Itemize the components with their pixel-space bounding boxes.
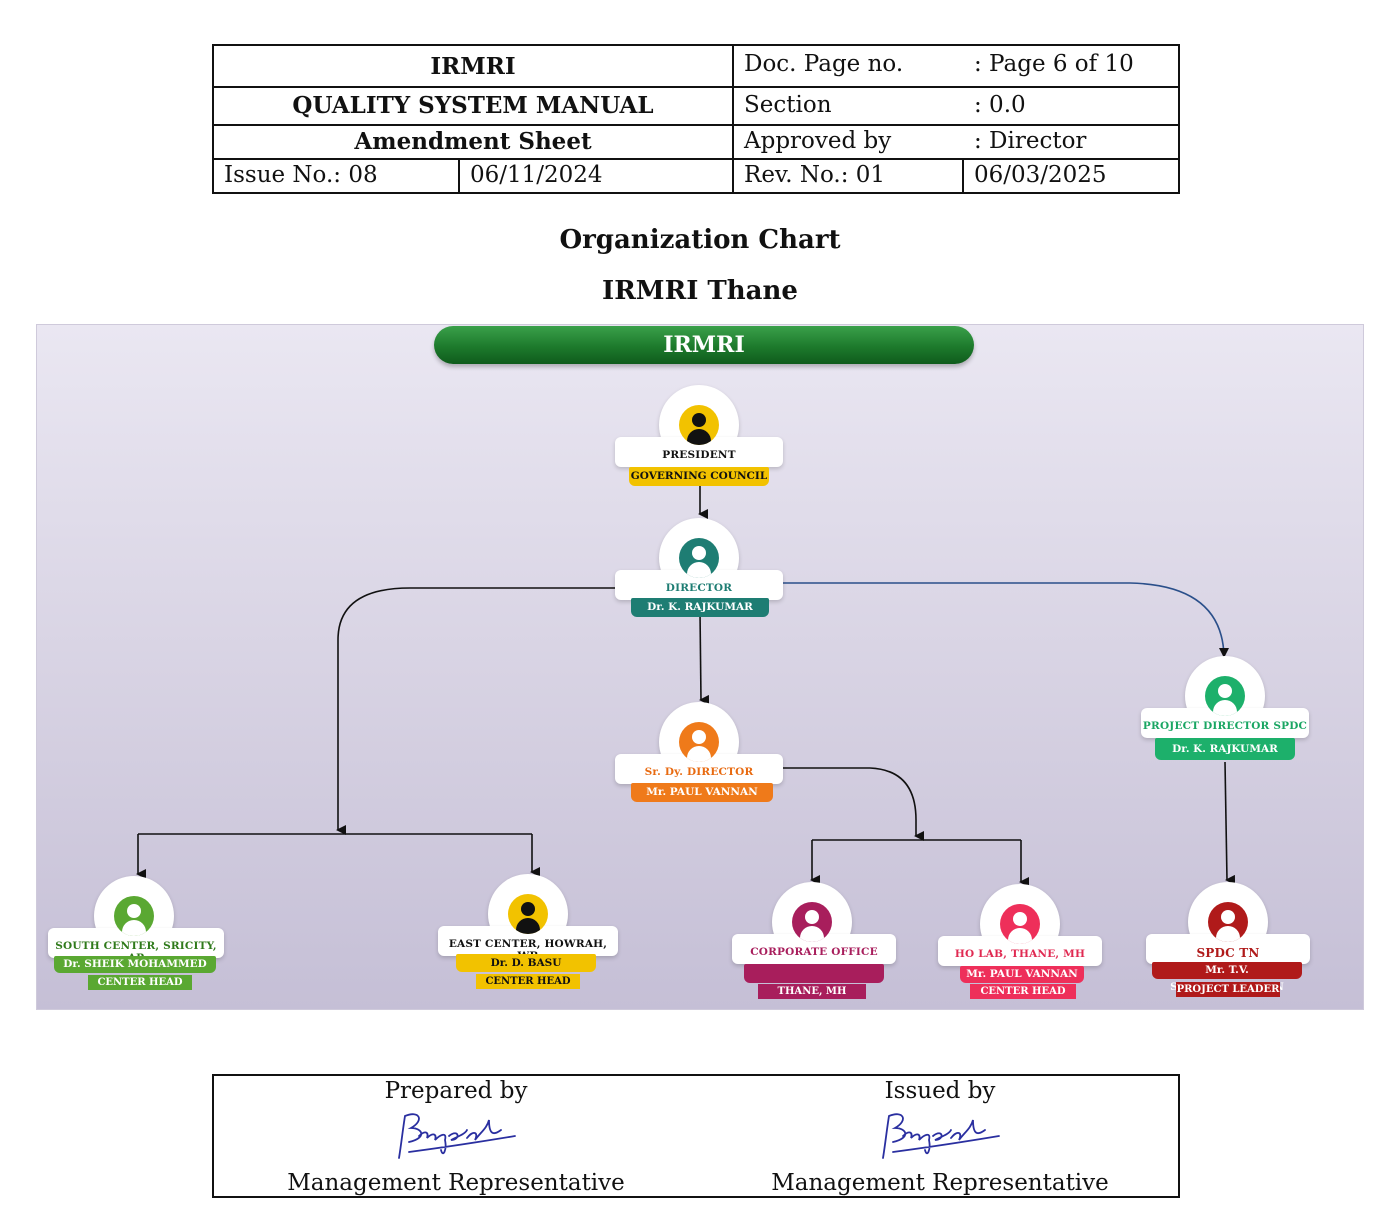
person-icon xyxy=(792,902,832,942)
connector-director-srdy xyxy=(699,611,710,705)
issued-role: Management Representative xyxy=(771,1170,1109,1196)
manual-title: QUALITY SYSTEM MANUAL xyxy=(292,91,654,119)
sheet-title: Amendment Sheet xyxy=(354,127,592,155)
person-icon xyxy=(679,722,719,762)
person-icon xyxy=(1205,676,1245,716)
header-row-divider xyxy=(214,124,1178,126)
connector-director-left xyxy=(336,587,620,835)
issued-signature xyxy=(882,1113,1000,1159)
connector-director-projdir xyxy=(782,582,1225,657)
revision-date: 06/03/2025 xyxy=(974,162,1107,188)
node-project-director: PROJECT DIRECTOR SPDC Dr. K. RAJKUMAR xyxy=(1141,656,1311,786)
person-icon xyxy=(1208,902,1248,942)
person-icon xyxy=(1000,904,1040,944)
issue-number: Issue No.: 08 xyxy=(224,162,378,188)
node-east-center: EAST CENTER, HOWRAH, WB Dr. D. BASU CENT… xyxy=(438,874,618,1004)
node-south-center: SOUTH CENTER, SRICITY, AP Dr. SHEIK MOHA… xyxy=(48,876,224,1006)
approved-label: Approved by xyxy=(744,128,892,154)
issued-by-label: Issued by xyxy=(884,1078,996,1104)
org-banner: IRMRI xyxy=(434,326,974,364)
person-icon xyxy=(679,405,719,445)
approved-value: : Director xyxy=(974,128,1087,154)
document-header-table: IRMRI QUALITY SYSTEM MANUAL Amendment Sh… xyxy=(212,44,1180,194)
prepared-signature xyxy=(398,1113,516,1159)
chart-title: Organization Chart xyxy=(559,225,841,255)
person-icon xyxy=(114,896,154,936)
prepared-by-label: Prepared by xyxy=(384,1078,528,1104)
person-icon xyxy=(508,894,548,934)
header-row-divider xyxy=(214,86,1178,88)
revision-number: Rev. No.: 01 xyxy=(744,162,886,188)
chart-subtitle: IRMRI Thane xyxy=(602,276,798,306)
issued-by-column: Issued by Management Representative xyxy=(698,1076,1182,1196)
doc-page-label: Doc. Page no. xyxy=(744,51,904,77)
issue-date: 06/11/2024 xyxy=(470,162,603,188)
section-label: Section xyxy=(744,92,832,118)
prepared-role: Management Representative xyxy=(287,1170,625,1196)
connector-projdir-spdc xyxy=(1224,761,1236,885)
node-director: DIRECTOR Dr. K. RAJKUMAR xyxy=(615,518,785,648)
header-col-divider xyxy=(732,46,734,192)
header-row-divider xyxy=(214,158,1178,160)
approval-footer-table: Prepared by Management Representative Is… xyxy=(212,1074,1180,1198)
org-name: IRMRI xyxy=(430,52,516,80)
node-ho-lab: HO LAB, THANE, MH Mr. PAUL VANNAN CENTER… xyxy=(938,884,1108,1014)
node-corporate-office: CORPORATE OFFICE THANE, MH xyxy=(732,882,902,1012)
section-value: : 0.0 xyxy=(974,92,1026,118)
prepared-by-column: Prepared by Management Representative xyxy=(214,1076,698,1196)
connector-srdy-bus xyxy=(782,767,924,841)
header-col-divider xyxy=(458,158,460,192)
node-sr-dy-director: Sr. Dy. DIRECTOR Mr. PAUL VANNAN xyxy=(615,702,785,832)
doc-page-value: : Page 6 of 10 xyxy=(974,51,1134,77)
header-col-divider xyxy=(962,158,964,192)
node-president: PRESIDENT GOVERNING COUNCIL xyxy=(615,385,785,515)
node-spdc-tn: SPDC TN Mr. T.V. SETHUMADHAVAN PROJECT L… xyxy=(1146,882,1316,1012)
person-icon xyxy=(679,538,719,578)
